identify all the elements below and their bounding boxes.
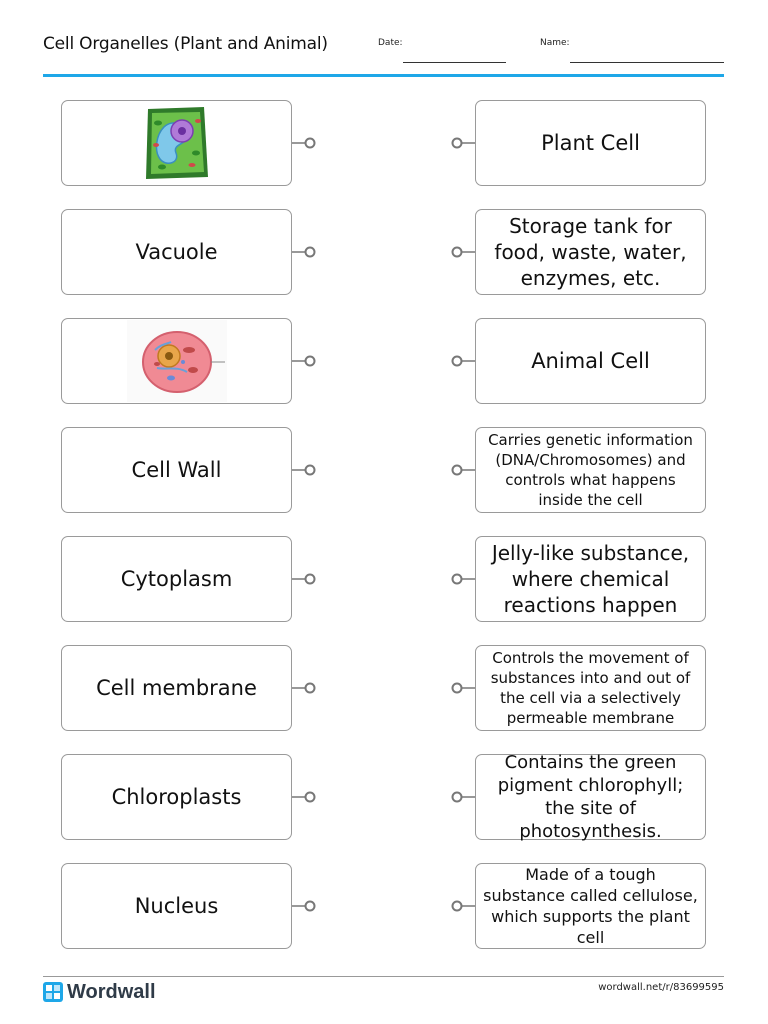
connector-left[interactable] [292,245,316,259]
term-card[interactable]: Nucleus [61,863,292,949]
page-title: Cell Organelles (Plant and Animal) [43,34,328,54]
definition-text: Contains the green pigment chlorophyll; … [497,752,684,842]
definition-text: Animal Cell [531,349,650,373]
definition-card[interactable]: Made of a tough substance called cellulo… [475,863,706,949]
definition-text: Storage tank for food, waste, water, enz… [494,214,687,290]
connector-right[interactable] [451,136,475,150]
term-text: Cytoplasm [120,567,233,591]
definition-card[interactable]: Controls the movement of substances into… [475,645,706,731]
name-label: Name: [540,38,570,48]
term-text: Cell Wall [131,458,222,482]
term-card[interactable] [61,100,292,186]
connector-right[interactable] [451,899,475,913]
connector-left[interactable] [292,681,316,695]
term-text: Vacuole [135,240,218,264]
match-row: Chloroplasts Contains the green pigment … [0,752,768,842]
connector-right[interactable] [451,790,475,804]
connector-left[interactable] [292,790,316,804]
definition-text: Controls the movement of substances into… [490,649,691,727]
connector-right[interactable] [451,681,475,695]
logo-text: Wordwall [67,980,156,1003]
term-text: Chloroplasts [111,785,242,809]
worksheet-header: Cell Organelles (Plant and Animal) Date:… [0,0,768,80]
connector-left[interactable] [292,354,316,368]
term-text: Cell membrane [96,676,257,700]
animal-cell-icon [126,320,227,402]
definition-text: Plant Cell [541,131,640,155]
match-row: Cell Wall Carries genetic information (D… [0,427,768,515]
wordwall-grid-icon [43,982,63,1002]
definition-card[interactable]: Storage tank for food, waste, water, enz… [475,209,706,295]
term-card[interactable]: Vacuole [61,209,292,295]
match-row: Animal Cell [0,318,768,406]
term-card[interactable]: Cell Wall [61,427,292,513]
definition-text: Jelly-like substance, where chemical rea… [491,541,690,617]
name-line [570,62,724,63]
definition-card[interactable]: Contains the green pigment chlorophyll; … [475,752,706,842]
match-row: Vacuole Storage tank for food, waste, wa… [0,209,768,297]
match-row: Cell membrane Controls the movement of s… [0,645,768,733]
plant-cell-icon [145,107,208,179]
match-row: Cytoplasm Jelly-like substance, where ch… [0,536,768,624]
term-text: Nucleus [134,894,219,918]
term-card[interactable]: Cell membrane [61,645,292,731]
connector-right[interactable] [451,572,475,586]
wordwall-logo: Wordwall [43,981,156,1003]
match-row: Plant Cell [0,100,768,188]
definition-card[interactable]: Plant Cell [475,100,706,186]
connector-left[interactable] [292,572,316,586]
connector-right[interactable] [451,463,475,477]
header-rule [43,74,724,77]
connector-right[interactable] [451,354,475,368]
term-card[interactable] [61,318,292,404]
definition-card[interactable]: Jelly-like substance, where chemical rea… [475,536,706,622]
definition-card[interactable]: Animal Cell [475,318,706,404]
definition-card[interactable]: Carries genetic information (DNA/Chromos… [475,427,706,513]
definition-text: Carries genetic information (DNA/Chromos… [488,431,693,509]
date-line [403,62,506,63]
date-label: Date: [378,38,403,48]
connector-left[interactable] [292,136,316,150]
footer-rule [43,976,724,977]
connector-left[interactable] [292,899,316,913]
connector-left[interactable] [292,463,316,477]
footer-url: wordwall.net/r/83699595 [598,982,724,993]
match-row: Nucleus Made of a tough substance called… [0,863,768,951]
term-card[interactable]: Cytoplasm [61,536,292,622]
definition-text: Made of a tough substance called cellulo… [483,865,698,947]
term-card[interactable]: Chloroplasts [61,754,292,840]
connector-right[interactable] [451,245,475,259]
